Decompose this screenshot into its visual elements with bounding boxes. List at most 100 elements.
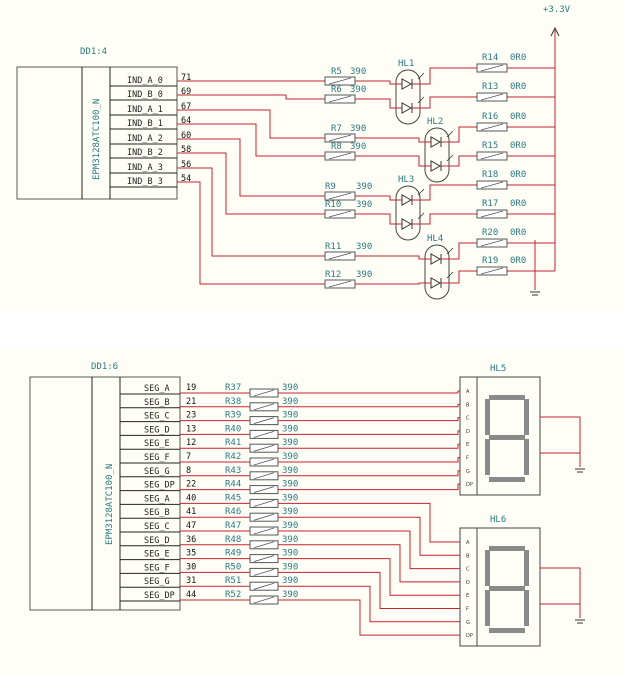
top-pin-name: IND_A_0	[127, 76, 163, 86]
resistor-to-led-wire	[355, 155, 431, 167]
series-resistor-ref: R10	[325, 200, 341, 210]
led-emit-arrow-icon	[417, 72, 425, 80]
series-resistor-ref: R7	[331, 124, 342, 134]
top-input-wire	[177, 138, 325, 197]
zero-resistor-value: 0R0	[510, 112, 526, 122]
bottom-chip-body	[29, 376, 181, 611]
bottom-resistor-ref: R40	[225, 424, 241, 434]
led-emit-arrow-icon	[446, 130, 454, 138]
resistor-to-led-wire	[355, 195, 402, 201]
resistor-to-display-wire	[278, 558, 460, 596]
bottom-resistor-stroke	[253, 417, 275, 424]
zero-resistor-stroke	[480, 267, 504, 275]
resistor-to-display-wire	[278, 470, 460, 477]
top-input-wire	[177, 123, 325, 157]
bottom-resistor-value: 390	[282, 397, 298, 407]
zero-resistor-ref: R14	[482, 53, 498, 63]
bottom-resistor-stroke	[253, 458, 275, 466]
zero-resistor-stroke	[480, 64, 504, 72]
bottom-pin-number: 41	[186, 507, 196, 517]
resistor-to-display-wire	[278, 530, 460, 570]
display-pin-label: B	[466, 553, 470, 559]
display-segment	[489, 395, 525, 400]
resistor-to-display-wire	[278, 457, 460, 463]
bottom-resistor-stroke	[253, 569, 275, 576]
series-resistor-stroke	[328, 210, 352, 218]
zero-resistor-stroke	[480, 152, 504, 160]
led-ref: HL3	[398, 175, 414, 185]
zero-resistor-value: 0R0	[510, 82, 526, 92]
display-pin-label: E	[466, 593, 469, 599]
display-segment	[485, 399, 490, 435]
led-ref: HL2	[427, 117, 443, 127]
series-resistor-ref: R8	[331, 142, 342, 152]
top-input-wire	[177, 94, 325, 100]
bottom-pin-name: SEG_E	[144, 439, 170, 449]
top-pin-number: 60	[181, 131, 191, 141]
series-resistor-stroke	[328, 252, 352, 260]
bottom-resistor-ref: R39	[225, 411, 241, 421]
bottom-pin-name: SEG_B	[144, 508, 170, 518]
display-segment	[489, 546, 525, 551]
bottom-resistor-value: 390	[282, 521, 298, 531]
series-resistor-value: 390	[350, 124, 366, 134]
display-segment	[489, 477, 525, 482]
resistor-to-display-wire	[278, 544, 460, 583]
display-pin-label: F	[466, 456, 469, 462]
bottom-pin-name: SEG_C	[144, 412, 170, 422]
display-segment	[485, 590, 490, 626]
display-segment	[524, 550, 529, 586]
led-to-zero-wire	[412, 213, 477, 225]
bottom-resistor-ref: R50	[225, 562, 241, 572]
top-pin-number: 56	[181, 160, 191, 170]
display-pin-strip	[459, 527, 478, 647]
display-pin-label: DP	[466, 633, 473, 639]
led-package	[424, 127, 450, 183]
bottom-resistor-ref: R49	[225, 549, 241, 559]
zero-resistor-stroke	[480, 181, 504, 189]
resistor-to-display-wire	[278, 403, 460, 408]
top-input-wire	[177, 167, 325, 257]
bottom-pin-name: SEG_F	[144, 453, 170, 463]
top-input-wire	[177, 152, 325, 215]
bottom-pin-name: SEG_DP	[144, 481, 175, 491]
resistor-to-display-wire	[278, 571, 460, 609]
bottom-resistor-stroke	[253, 513, 275, 521]
bottom-chip-part: EPM3128ATC100_N	[105, 464, 115, 545]
resistor-to-led-wire	[355, 255, 431, 260]
bottom-resistor-value: 390	[282, 480, 298, 490]
series-resistor-ref: R6	[331, 85, 342, 95]
bottom-pin-number: 22	[186, 480, 196, 490]
bottom-resistor-ref: R37	[225, 383, 241, 393]
display-segment	[489, 435, 525, 440]
bottom-pin-number: 30	[186, 562, 196, 572]
bottom-pin-number: 31	[186, 576, 196, 586]
bottom-resistor-value: 390	[282, 452, 298, 462]
resistor-to-display-wire	[278, 417, 460, 422]
bottom-resistor-value: 390	[282, 438, 298, 448]
zero-resistor-stroke	[480, 239, 504, 247]
top-pin-number: 58	[181, 145, 191, 155]
bottom-resistor-ref: R46	[225, 507, 241, 517]
zero-resistor-value: 0R0	[510, 199, 526, 209]
series-resistor-value: 390	[350, 67, 366, 77]
resistor-to-display-wire	[278, 585, 460, 623]
series-resistor-stroke	[328, 280, 352, 288]
bottom-chip-label: DD1:6	[91, 362, 118, 372]
bottom-resistor-ref: R45	[225, 493, 241, 503]
bottom-pin-number: 13	[186, 424, 196, 434]
led-to-zero-wire	[412, 67, 477, 85]
resistor-to-led-wire	[355, 282, 431, 285]
top-pin-number: 64	[181, 116, 191, 126]
display-common-wire	[540, 416, 581, 467]
bottom-pin-name: SEG_D	[144, 536, 170, 546]
zero-resistor-value: 0R0	[510, 228, 526, 238]
bottom-resistor-value: 390	[282, 493, 298, 503]
bottom-pin-number: 47	[186, 521, 196, 531]
led-to-zero-wire	[441, 242, 477, 260]
zero-resistor-ref: R19	[482, 256, 498, 266]
bottom-resistor-stroke	[253, 472, 275, 480]
zero-resistor-ref: R13	[482, 82, 498, 92]
